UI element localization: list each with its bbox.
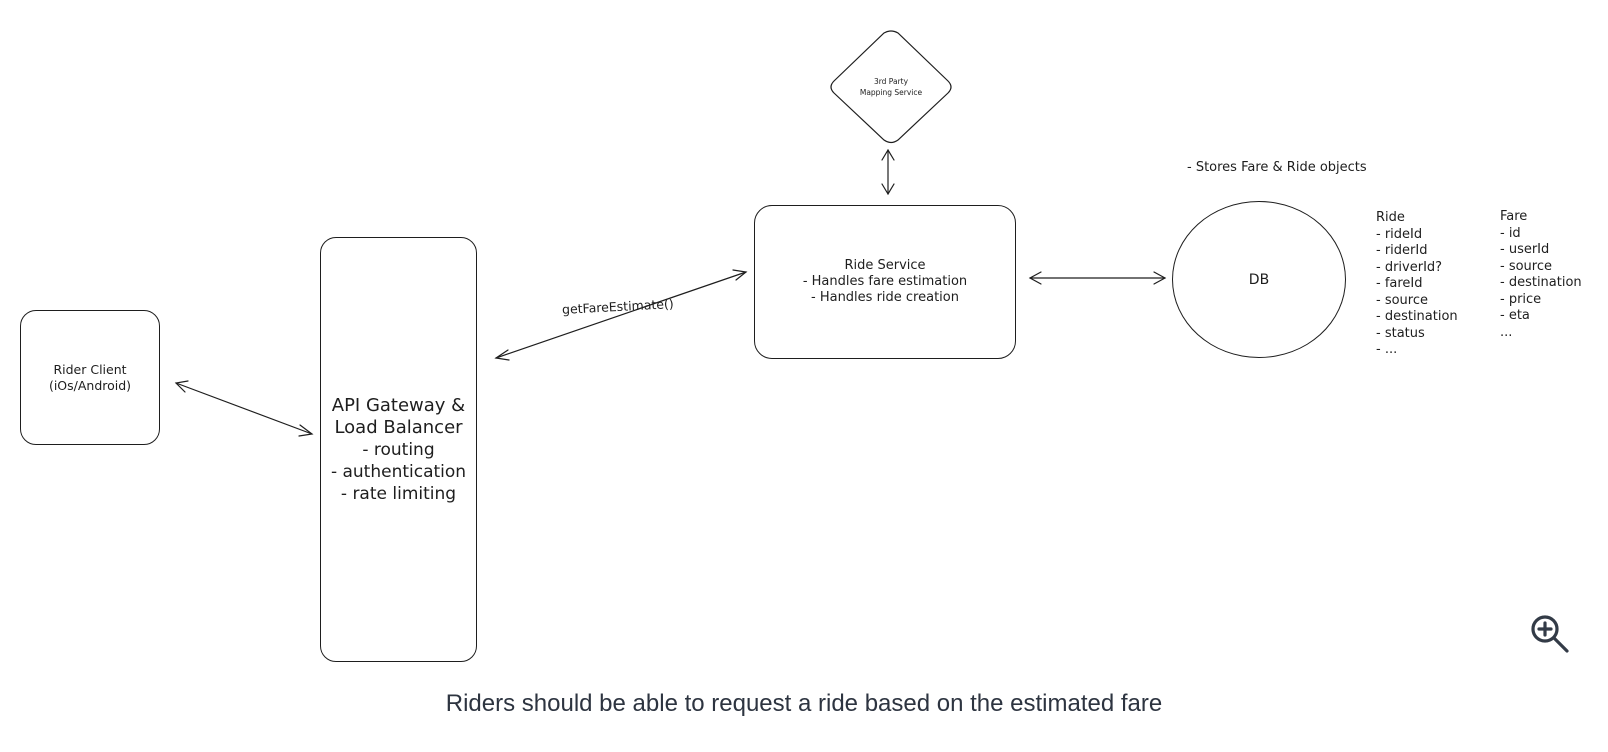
- ride-schema-field: - rideId: [1376, 226, 1423, 242]
- mapping-service-line2: Mapping Service: [859, 88, 923, 97]
- ride-service-fare-estimation: - Handles fare estimation: [802, 274, 968, 289]
- edge-client-gateway-arrowhead-start: [174, 380, 189, 393]
- db-note: - Stores Fare & Ride objects: [1187, 160, 1367, 175]
- api-gateway-authentication: - authentication: [330, 461, 467, 482]
- ride-schema-field: - driverId?: [1376, 259, 1443, 275]
- edge-gateway-ride: [495, 271, 747, 359]
- db-label: DB: [1248, 271, 1270, 288]
- rider-client-platform: (iOs/Android): [48, 377, 132, 393]
- api-gateway-node: API Gateway & Load Balancer - routing - …: [320, 237, 477, 662]
- ride-service-title: Ride Service: [844, 258, 926, 273]
- edge-ride-mapping-arrowhead-start: [881, 148, 895, 161]
- mapping-service-diamond: [830, 30, 952, 144]
- api-gateway-routing: - routing: [362, 439, 435, 460]
- ride-schema-field: - fareId: [1376, 276, 1423, 291]
- db-node: DB: [1172, 201, 1346, 358]
- ride-schema-field: - ...: [1376, 342, 1398, 357]
- figure-caption: Riders should be able to request a ride …: [445, 690, 1163, 717]
- mapping-service-node: 3rd Party Mapping Service: [826, 29, 956, 145]
- ride-service-node: Ride Service - Handles fare estimation -…: [754, 205, 1016, 359]
- edge-client-gateway-arrowhead-end: [298, 424, 314, 437]
- fare-schema: Fare - id - userId - source - destinatio…: [1500, 209, 1582, 341]
- fare-schema-title: Fare: [1500, 209, 1528, 224]
- ride-schema-field: - destination: [1376, 309, 1458, 324]
- ride-schema-title: Ride: [1376, 210, 1405, 225]
- ride-service-ride-creation: - Handles ride creation: [811, 290, 959, 305]
- edge-gateway-ride-arrowhead-start: [494, 349, 510, 361]
- mapping-service-line1: 3rd Party: [873, 77, 909, 86]
- edge-ride-db-arrowhead-start: [1028, 271, 1042, 285]
- api-gateway-rate-limiting: - rate limiting: [340, 483, 457, 504]
- fare-schema-field: ...: [1500, 324, 1513, 340]
- edge-ride-db-arrowhead-end: [1153, 271, 1167, 285]
- ride-schema: Ride - rideId - riderId - driverId? - fa…: [1376, 210, 1458, 359]
- fare-schema-field: - id: [1500, 225, 1521, 241]
- fare-schema-field: - destination: [1500, 275, 1582, 290]
- fare-schema-field: - source: [1500, 258, 1552, 274]
- api-gateway-title-line2: Load Balancer: [334, 416, 463, 438]
- mapping-service-label: 3rd Party Mapping Service: [826, 29, 956, 145]
- rider-client-title: Rider Client: [53, 361, 127, 377]
- edge-ride-mapping-arrowhead-end: [881, 183, 895, 196]
- edge-gateway-ride-arrowhead-end: [732, 269, 748, 281]
- fare-schema-field: - price: [1500, 291, 1542, 307]
- ride-schema-field: - source: [1376, 292, 1428, 308]
- edge-client-gateway: [175, 382, 313, 435]
- zoom-in-icon: [1531, 615, 1569, 653]
- api-gateway-title-line1: API Gateway &: [331, 394, 466, 416]
- fare-schema-field: - userId: [1500, 242, 1550, 257]
- ride-schema-field: - status: [1376, 325, 1425, 341]
- ride-schema-field: - riderId: [1376, 243, 1428, 258]
- fare-schema-field: - eta: [1500, 308, 1530, 323]
- zoom-in-button[interactable]: [1528, 612, 1572, 656]
- rider-client-node: Rider Client (iOs/Android): [20, 310, 160, 445]
